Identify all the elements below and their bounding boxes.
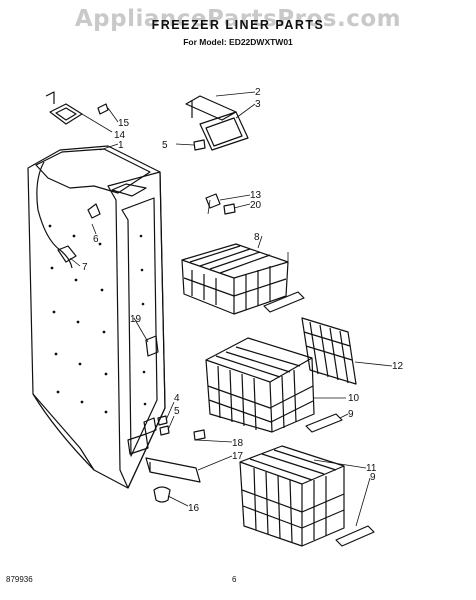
callout-9-lower: 9	[370, 472, 376, 483]
rail-part-17	[145, 457, 201, 483]
callout-5-top: 5	[162, 140, 168, 151]
leader-lines	[69, 91, 393, 527]
watermark: AppliancePartsPros.com	[74, 6, 402, 32]
callout-20: 20	[250, 200, 262, 211]
callout-18: 18	[232, 438, 244, 449]
footer-code: 879936	[6, 575, 33, 584]
callout-16: 16	[188, 503, 200, 514]
screw-part-5-top	[193, 139, 206, 151]
foot-part-16	[153, 486, 171, 503]
freezer-liner	[27, 145, 166, 489]
callout-11: 11	[366, 463, 377, 474]
screw-part-18	[193, 429, 206, 441]
rail-part-9-upper	[263, 291, 305, 313]
callout-19: 19	[130, 314, 142, 325]
callout-1: 1	[118, 140, 124, 151]
callout-3: 3	[255, 99, 261, 110]
callout-14: 14	[114, 130, 126, 141]
callout-13: 13	[250, 190, 262, 201]
callout-15: 15	[118, 118, 130, 129]
callout-12: 12	[392, 361, 404, 372]
pad-part-3	[199, 111, 249, 151]
callout-labels: 1 2 3 4 5 5 6 7 8 9 9 10 11 12 13 14 15 …	[82, 87, 404, 514]
callout-5-lower: 5	[174, 406, 180, 417]
basket-part-11	[239, 445, 345, 547]
callout-8: 8	[254, 232, 260, 243]
callout-9-middle: 9	[348, 409, 354, 420]
callout-10: 10	[348, 393, 360, 404]
screw-part-15	[97, 103, 109, 115]
cover-part-2	[185, 95, 237, 121]
liner-holes	[48, 224, 147, 414]
callout-17: 17	[232, 451, 244, 462]
model-subtitle: For Model: ED22DWXTW01	[183, 37, 293, 47]
callout-2: 2	[255, 87, 261, 98]
callout-7: 7	[82, 262, 88, 273]
rail-part-9-lower	[335, 525, 375, 547]
basket-part-8	[181, 243, 289, 315]
screw-part-20	[223, 203, 236, 215]
callout-4: 4	[174, 393, 180, 404]
page-title: FREEZER LINER PARTS	[151, 18, 325, 32]
basket-part-10	[205, 337, 315, 433]
screw-part-4	[157, 415, 168, 426]
top-bracket-part-14	[45, 91, 83, 125]
page-number: 6	[232, 575, 237, 584]
divider-part-12	[301, 317, 357, 385]
screw-part-5-lower	[159, 425, 170, 436]
clip-part-13	[205, 193, 221, 209]
rail-part-9-middle	[305, 413, 343, 433]
callout-6: 6	[93, 234, 99, 245]
